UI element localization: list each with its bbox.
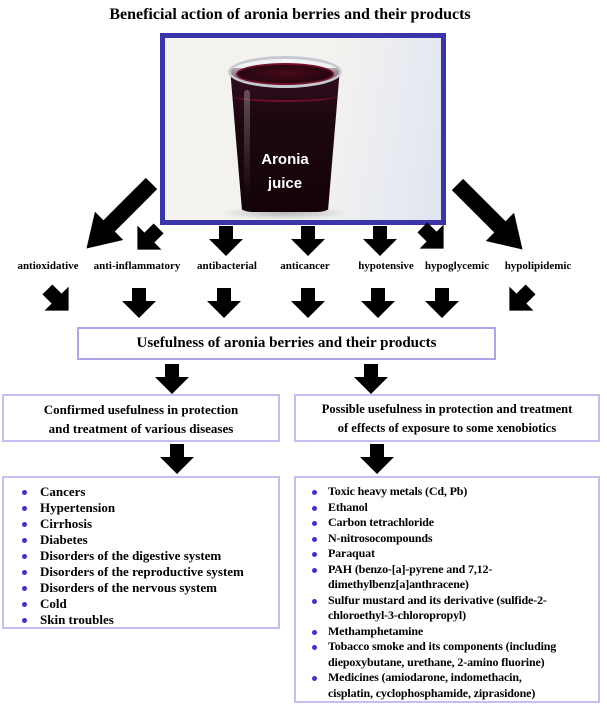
down-arrow-icon	[360, 224, 400, 258]
list-item: Carbon tetrachloride	[312, 515, 596, 531]
down-arrow-icon	[152, 362, 192, 396]
down-arrow-icon	[422, 286, 462, 320]
bullet-icon	[312, 521, 317, 526]
list-item: Cold	[22, 596, 276, 612]
usefulness-box: Usefulness of aronia berries and their p…	[77, 327, 496, 360]
diagonal-down-right-arrow-icon	[32, 274, 84, 326]
list-item: Methamphetamine	[312, 624, 596, 640]
down-arrow-icon	[358, 286, 398, 320]
bullet-icon	[312, 645, 317, 650]
down-arrow-icon	[351, 362, 391, 396]
diagram-title: Beneficial action of aronia berries and …	[109, 6, 471, 23]
aronia-juice-photo: Aronia juice	[160, 33, 446, 225]
list-item: Sulfur mustard and its derivative (sulfi…	[312, 593, 596, 624]
bullet-icon	[22, 570, 27, 575]
bullet-icon	[312, 505, 317, 511]
label-anti-inflammatory: anti-inflammatory	[93, 260, 181, 272]
down-arrow-icon	[288, 224, 328, 258]
bullet-icon	[22, 522, 27, 527]
diagonal-down-left-arrow-icon	[494, 274, 546, 326]
down-arrow-icon	[204, 286, 244, 320]
label-hypolipidemic: hypolipidemic	[504, 260, 572, 272]
list-item: Cancers	[22, 484, 276, 500]
label-hypotensive: hypotensive	[358, 260, 414, 272]
possible-usefulness-box: Possible usefulness in protection and tr…	[294, 394, 600, 442]
juice-glass-illustration: Aronia juice	[220, 56, 350, 220]
down-arrow-icon	[157, 442, 197, 476]
bullet-icon	[22, 490, 27, 495]
bullet-icon	[22, 602, 27, 607]
juice-meniscus	[233, 90, 337, 102]
down-arrow-icon	[357, 442, 397, 476]
bullet-icon	[22, 586, 27, 591]
bullet-icon	[312, 598, 317, 604]
bullet-icon	[312, 629, 317, 635]
down-arrow-icon	[288, 286, 328, 320]
bullet-icon	[312, 536, 317, 542]
label-anticancer: anticancer	[280, 260, 330, 272]
list-item: Skin troubles	[22, 612, 276, 628]
list-item: Toxic heavy metals (Cd, Pb)	[312, 484, 596, 500]
bullet-icon	[312, 490, 317, 495]
down-arrow-icon	[206, 224, 246, 258]
list-item: Medicines (amiodarone, indomethacin, cis…	[312, 670, 596, 701]
diagonal-down-right-arrow-icon	[441, 168, 540, 267]
label-antibacterial: antibacterial	[197, 260, 257, 272]
list-item: Paraquat	[312, 546, 596, 562]
label-antioxidative: antioxidative	[17, 260, 79, 272]
list-item: Ethanol	[312, 500, 596, 516]
bullet-icon	[312, 676, 317, 681]
list-item: Hypertension	[22, 500, 276, 516]
confirmed-usefulness-box: Confirmed usefulness in protection and t…	[2, 394, 280, 442]
list-item: Diabetes	[22, 532, 276, 548]
list-item: Tobacco smoke and its components (includ…	[312, 639, 596, 670]
list-item: Disorders of the digestive system	[22, 548, 276, 564]
list-item: Cirrhosis	[22, 516, 276, 532]
juice-label: Aronia juice	[261, 151, 309, 192]
bullet-icon	[22, 506, 27, 511]
list-item: N-nitrosocompounds	[312, 531, 596, 547]
list-item: PAH (benzo-[a]-pyrene and 7,12- dimethyl…	[312, 562, 596, 593]
bullet-icon	[22, 538, 27, 543]
glass-highlight	[244, 90, 250, 194]
list-item: Disorders of the reproductive system	[22, 564, 276, 580]
bullet-icon	[22, 618, 27, 623]
xenobiotics-list: Toxic heavy metals (Cd, Pb) Ethanol Carb…	[294, 476, 600, 703]
bullet-icon	[22, 554, 27, 559]
diseases-list: Cancers Hypertension Cirrhosis Diabetes …	[2, 476, 280, 629]
down-arrow-icon	[119, 286, 159, 320]
list-item: Disorders of the nervous system	[22, 580, 276, 596]
juice-surface	[236, 63, 334, 85]
bullet-icon	[312, 567, 317, 573]
bullet-icon	[312, 552, 317, 557]
label-hypoglycemic: hypoglycemic	[424, 260, 490, 272]
